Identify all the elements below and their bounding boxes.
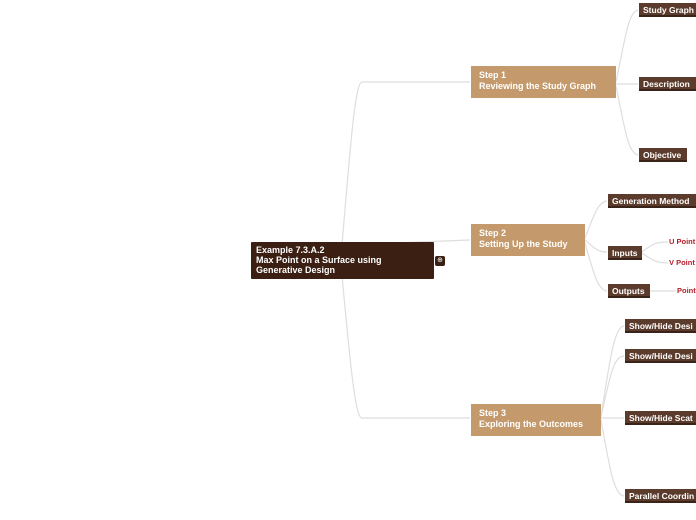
subtopic-parallel-coordinates[interactable]: Parallel Coordin [625, 489, 696, 503]
root-topic[interactable]: Example 7.3.A.2 Max Point on a Surface u… [251, 242, 434, 279]
step-2-title: Setting Up the Study [479, 239, 568, 249]
subtopic-description[interactable]: Description [639, 77, 696, 91]
step-3-number: Step 3 [479, 408, 507, 418]
input-v-point[interactable]: V Point [669, 258, 695, 267]
collapse-icon[interactable]: ⊕ [435, 256, 445, 266]
step-1-number: Step 1 [479, 70, 507, 80]
root-topic-line1: Example 7.3.A.2 [256, 245, 325, 255]
root-topic-line2: Max Point on a Surface using Generative … [256, 255, 382, 275]
subtopic-show-hide-scatter[interactable]: Show/Hide Scat [625, 411, 696, 425]
subtopic-study-graph[interactable]: Study Graph [639, 3, 696, 17]
step-2-topic[interactable]: Step 2 Setting Up the Study [471, 224, 585, 256]
subtopic-objective[interactable]: Objective [639, 148, 687, 162]
step-2-number: Step 2 [479, 228, 507, 238]
input-u-point[interactable]: U Point [669, 237, 696, 246]
subtopic-show-hide-design-1[interactable]: Show/Hide Desi [625, 319, 696, 333]
subtopic-show-hide-design-2[interactable]: Show/Hide Desi [625, 349, 696, 363]
step-3-topic[interactable]: Step 3 Exploring the Outcomes [471, 404, 601, 436]
subtopic-outputs[interactable]: Outputs [608, 284, 650, 298]
step-1-topic[interactable]: Step 1 Reviewing the Study Graph [471, 66, 616, 98]
subtopic-inputs[interactable]: Inputs [608, 246, 642, 260]
output-point[interactable]: Point [677, 286, 696, 295]
step-1-title: Reviewing the Study Graph [479, 81, 597, 91]
step-3-title: Exploring the Outcomes [479, 419, 584, 429]
subtopic-generation-method[interactable]: Generation Method [608, 194, 696, 208]
